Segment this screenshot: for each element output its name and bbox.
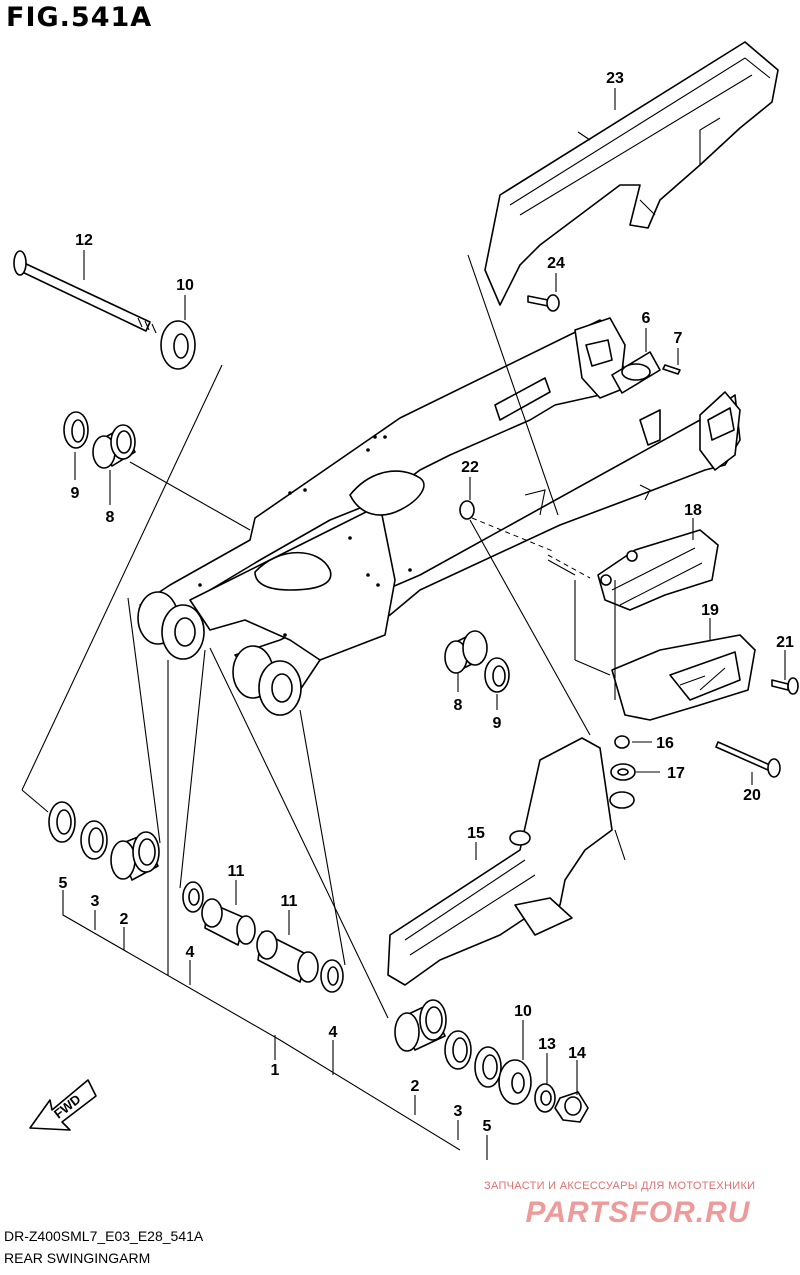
callout-21: 21: [776, 634, 794, 651]
bearing-part-8-middle[interactable]: [444, 630, 488, 674]
figure-title: FIG.541A: [6, 2, 153, 33]
leader-lines: [21, 88, 786, 1160]
washer-part-10-lower[interactable]: [498, 1059, 532, 1105]
ring-part-3-left[interactable]: [80, 820, 108, 860]
callout-11: 11: [281, 893, 298, 910]
seal-part-9-middle[interactable]: [484, 657, 510, 693]
callout-23: 23: [606, 70, 624, 87]
collar-part-11-a[interactable]: [201, 898, 256, 946]
callout-6: 6: [642, 310, 651, 327]
callout-17: 17: [667, 765, 685, 782]
callout-labels: 23 12 10 24 6 7 22 9 8 18 19 21 8 9 16 1…: [59, 70, 794, 1135]
callout-10: 10: [514, 1003, 532, 1020]
callout-8: 8: [454, 697, 463, 714]
callout-7: 7: [674, 330, 683, 347]
fwd-arrow-icon: FWD: [29, 1079, 97, 1131]
callout-16: 16: [656, 735, 674, 752]
washer-part-17[interactable]: [610, 763, 636, 781]
screw-part-24[interactable]: [527, 294, 560, 312]
collar-part-11-b[interactable]: [256, 930, 319, 983]
callout-10: 10: [176, 277, 194, 294]
callout-8: 8: [106, 509, 115, 526]
callout-11: 11: [228, 863, 245, 880]
callout-22: 22: [461, 459, 479, 476]
washer-part-10-upper[interactable]: [160, 320, 196, 370]
callout-5: 5: [59, 875, 68, 892]
callout-19: 19: [701, 602, 719, 619]
callout-4: 4: [329, 1024, 338, 1041]
callout-24: 24: [547, 255, 565, 272]
callout-3: 3: [454, 1103, 463, 1120]
callout-2: 2: [120, 911, 129, 928]
bolt-part-21[interactable]: [771, 677, 799, 695]
screw-part-7[interactable]: [662, 364, 681, 375]
chain-slider-part-15[interactable]: [387, 737, 635, 986]
nut-part-22[interactable]: [459, 500, 475, 520]
bearing-part-2-right[interactable]: [394, 999, 447, 1052]
callout-4: 4: [186, 944, 195, 961]
washer-part-4-left[interactable]: [182, 881, 204, 913]
seal-part-5-right[interactable]: [474, 1046, 502, 1088]
seal-part-9-upper[interactable]: [63, 411, 89, 449]
bearing-part-8-upper[interactable]: [92, 424, 136, 469]
callout-1: 1: [271, 1062, 280, 1079]
watermark-logo: PARTSFOR.RU: [526, 1196, 751, 1229]
chain-guide-part-19[interactable]: [611, 634, 756, 721]
callout-12: 12: [75, 232, 93, 249]
swingarm-part-1[interactable]: [137, 317, 741, 716]
callout-14: 14: [568, 1045, 586, 1062]
ring-part-3-right[interactable]: [444, 1030, 472, 1070]
chain-guide-part-18[interactable]: [597, 529, 719, 611]
plate-part-6[interactable]: [611, 351, 661, 394]
seal-part-5-left[interactable]: [48, 801, 76, 843]
washer-part-4-right[interactable]: [320, 959, 344, 993]
figure-code: DR-Z400SML7_E03_E28_541A: [4, 1228, 204, 1244]
callout-18: 18: [684, 502, 702, 519]
watermark-caption: ЗАПЧАСТИ И АКСЕССУАРЫ ДЛЯ МОТОТЕХНИКИ: [484, 1180, 756, 1192]
chain-case-part-23[interactable]: [484, 41, 779, 306]
callout-13: 13: [538, 1036, 556, 1053]
screw-part-16[interactable]: [614, 735, 630, 749]
callout-20: 20: [743, 787, 761, 804]
bearing-part-2-left[interactable]: [110, 831, 160, 881]
nut-part-14[interactable]: [554, 1091, 589, 1123]
figure-name: REAR SWINGINGARM: [4, 1250, 151, 1266]
pivot-bolt-part-12[interactable]: [13, 250, 157, 334]
callout-9: 9: [71, 485, 80, 502]
callout-15: 15: [467, 825, 485, 842]
bolt-part-20[interactable]: [715, 741, 781, 778]
callout-5: 5: [483, 1118, 492, 1135]
callout-3: 3: [91, 893, 100, 910]
callout-2: 2: [411, 1078, 420, 1095]
washer-part-13[interactable]: [534, 1083, 556, 1113]
callout-9: 9: [493, 715, 502, 732]
